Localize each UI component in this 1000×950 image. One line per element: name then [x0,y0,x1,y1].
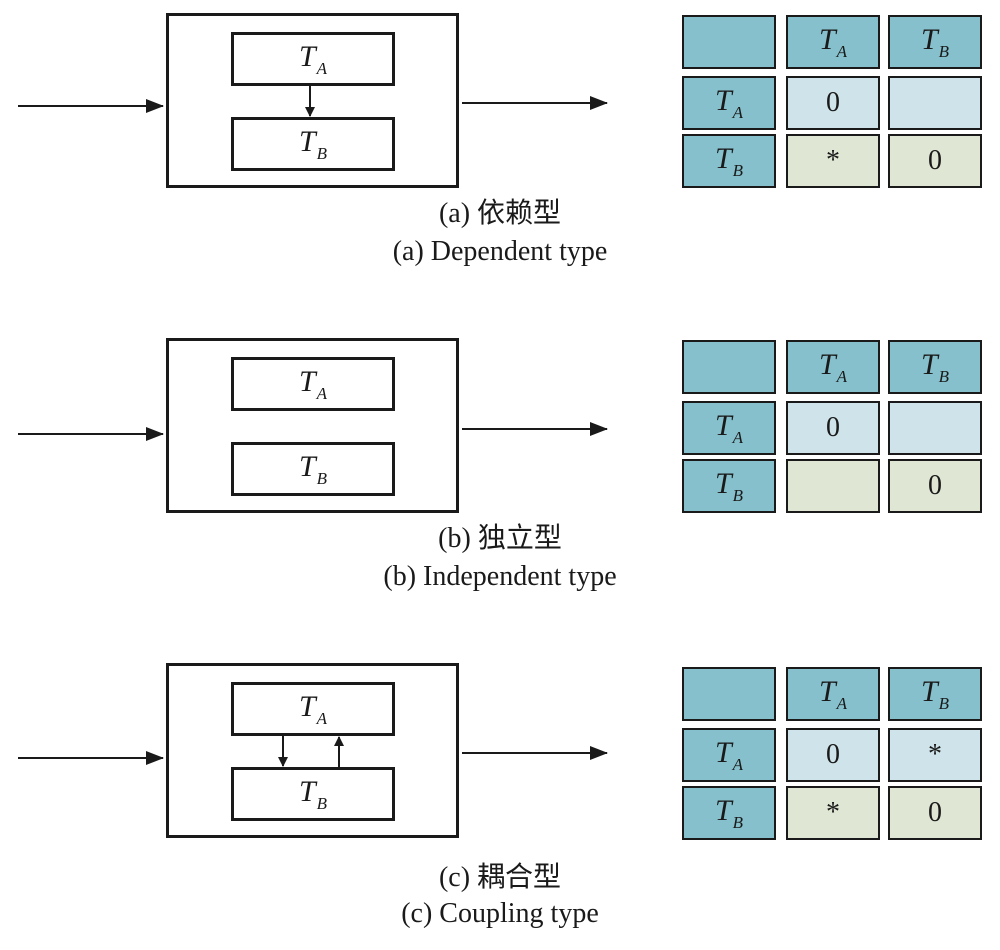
row-header-b: TB [682,134,776,188]
row-header-b: TB [682,786,776,840]
matrix-corner [682,667,776,721]
col-header-a: TA [786,340,880,394]
panel-b-arrows [18,422,608,441]
panel-coupling: TA TB TA TB TA 0 * TB * 0 (c) 耦合型 (c) Co… [0,650,1000,950]
cell-aa: 0 [786,401,880,455]
task-b-box: TB [231,767,395,821]
task-b-label: TB [298,774,328,813]
caption-en: (a) Dependent type [392,236,608,267]
cell-aa: 0 [786,728,880,782]
col-header-b: TB [888,340,982,394]
row-header-a: TA [682,728,776,782]
col-header-b: TB [888,667,982,721]
task-a-box: TA [231,357,395,411]
task-a-label: TA [298,39,328,78]
cell-ba [786,459,880,513]
caption-en: (c) Coupling type [401,898,599,929]
cell-ab: * [888,728,982,782]
task-b-label: TB [298,124,328,163]
panel-a-arrows [18,96,608,113]
cell-bb: 0 [888,459,982,513]
coupling-arrows [278,736,344,767]
task-a-box: TA [231,32,395,86]
cell-aa: 0 [786,76,880,130]
caption-cn: (c) 耦合型 [438,862,562,893]
panel-dependent: TA TB TA TB TA 0 TB * 0 (a) 依赖型 (a) Depe… [0,0,1000,300]
task-b-label: TB [298,449,328,488]
caption-en: (b) Independent type [383,561,617,592]
dsm-matrix: TA TB TA 0 TB * 0 [682,15,982,191]
dependency-arrows [305,86,315,117]
panel-c-arrows [18,746,608,765]
dsm-matrix: TA TB TA 0 * TB * 0 [682,667,982,843]
matrix-corner [682,15,776,69]
panel-independent: TA TB TA TB TA 0 TB 0 (b) 独立型 (b) Indepe… [0,325,1000,625]
caption-cn: (b) 独立型 [438,523,562,554]
task-b-box: TB [231,442,395,496]
row-header-a: TA [682,401,776,455]
cell-ab [888,76,982,130]
col-header-b: TB [888,15,982,69]
matrix-corner [682,340,776,394]
cell-ba: * [786,786,880,840]
col-header-a: TA [786,15,880,69]
cell-ab [888,401,982,455]
task-a-label: TA [298,364,328,403]
cell-bb: 0 [888,786,982,840]
cell-ba: * [786,134,880,188]
col-header-a: TA [786,667,880,721]
cell-bb: 0 [888,134,982,188]
task-a-box: TA [231,682,395,736]
row-header-b: TB [682,459,776,513]
row-header-a: TA [682,76,776,130]
task-b-box: TB [231,117,395,171]
caption-cn: (a) 依赖型 [438,198,562,229]
task-a-label: TA [298,689,328,728]
dsm-matrix: TA TB TA 0 TB 0 [682,340,982,516]
